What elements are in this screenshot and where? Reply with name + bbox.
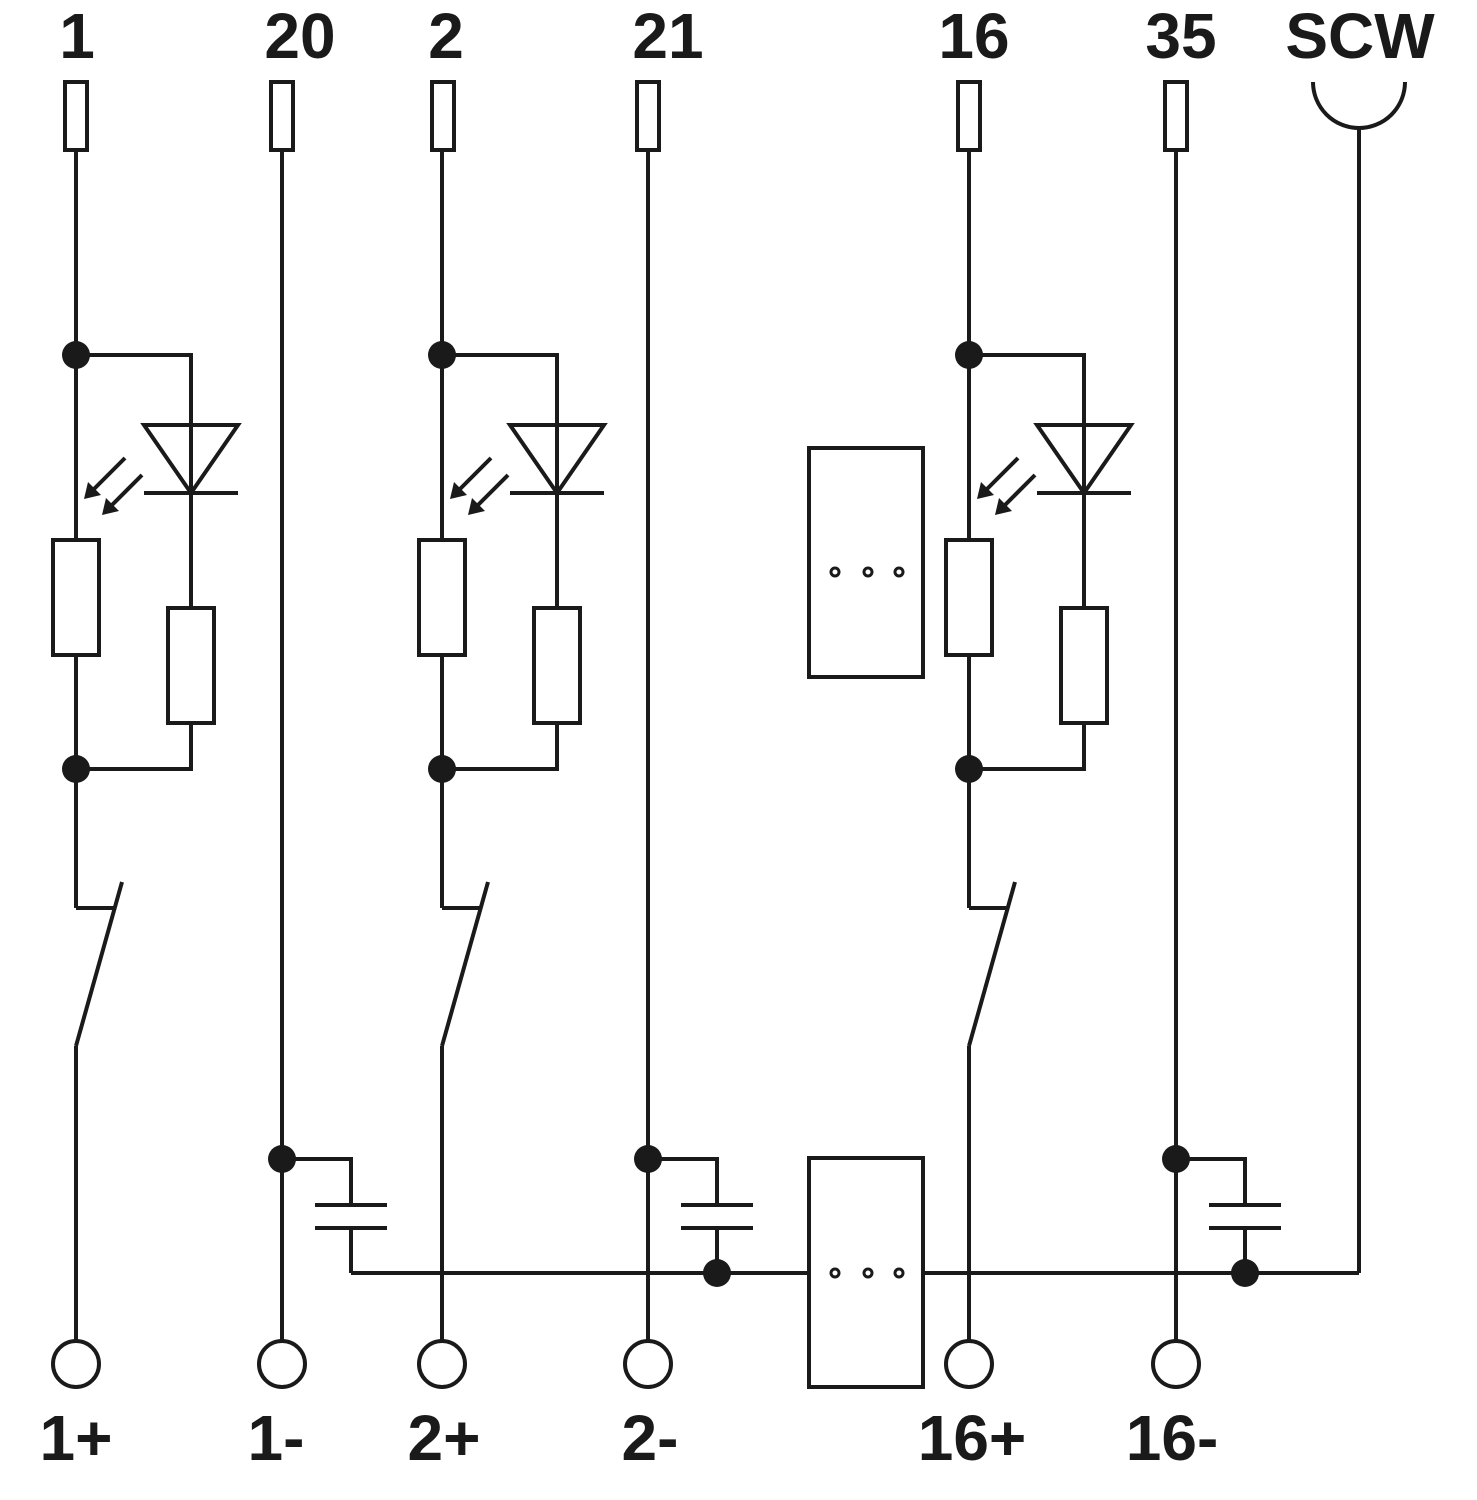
screw-terminal-icon	[623, 1339, 673, 1389]
terminal-block-icon	[63, 80, 89, 152]
capacitor-icon	[681, 1203, 753, 1230]
screw-terminal-icon	[417, 1339, 467, 1389]
resistor-icon	[417, 538, 467, 657]
capacitor-icon	[315, 1203, 387, 1230]
terminal-label-16: 16	[938, 0, 1009, 72]
channel-2-negative	[634, 150, 753, 1341]
switch-contact-icon	[440, 881, 490, 1341]
screw-terminal-icon	[257, 1339, 307, 1389]
led-diode-icon	[84, 423, 242, 515]
channel-2	[417, 150, 608, 1341]
channel-1-negative	[268, 150, 387, 1341]
ellipsis-block-icon	[807, 1156, 925, 1389]
screw-terminal-icon	[944, 1339, 994, 1389]
screw-terminal-icon	[51, 1339, 101, 1389]
shield-bus	[351, 128, 1361, 1287]
terminal-block-icon	[430, 80, 456, 152]
ellipsis-block-icon	[807, 446, 925, 679]
led-diode-icon	[977, 423, 1135, 515]
resistor-icon	[532, 606, 582, 725]
channel-16	[944, 150, 1135, 1341]
terminal-block-icon	[635, 80, 661, 152]
terminal-block-icon	[1163, 80, 1189, 152]
channel-1	[51, 150, 242, 1341]
terminal-label-21: 21	[632, 0, 703, 72]
shield-connector-icon	[1311, 81, 1407, 130]
terminal-label-scw: SCW	[1285, 0, 1435, 72]
terminal-label-1-plus: 1+	[40, 1402, 113, 1474]
terminal-label-16-plus: 16+	[918, 1402, 1027, 1474]
channel-16-negative	[1162, 150, 1281, 1341]
terminal-label-1: 1	[59, 0, 95, 72]
resistor-icon	[51, 538, 101, 657]
terminal-label-35: 35	[1145, 0, 1216, 72]
switch-contact-icon	[74, 881, 124, 1341]
switch-contact-icon	[967, 881, 1017, 1341]
capacitor-icon	[1209, 1203, 1281, 1230]
terminal-label-2-minus: 2-	[622, 1402, 679, 1474]
resistor-icon	[944, 538, 994, 657]
screw-terminal-icon	[1151, 1339, 1201, 1389]
terminal-label-20: 20	[264, 0, 335, 72]
resistor-icon	[166, 606, 216, 725]
terminal-label-2: 2	[428, 0, 464, 72]
terminal-label-16-minus: 16-	[1126, 1402, 1219, 1474]
terminal-label-2-plus: 2+	[408, 1402, 481, 1474]
terminal-block-icon	[956, 80, 982, 152]
led-diode-icon	[450, 423, 608, 515]
terminal-label-1-minus: 1-	[248, 1402, 305, 1474]
terminal-block-icon	[269, 80, 295, 152]
resistor-icon	[1059, 606, 1109, 725]
